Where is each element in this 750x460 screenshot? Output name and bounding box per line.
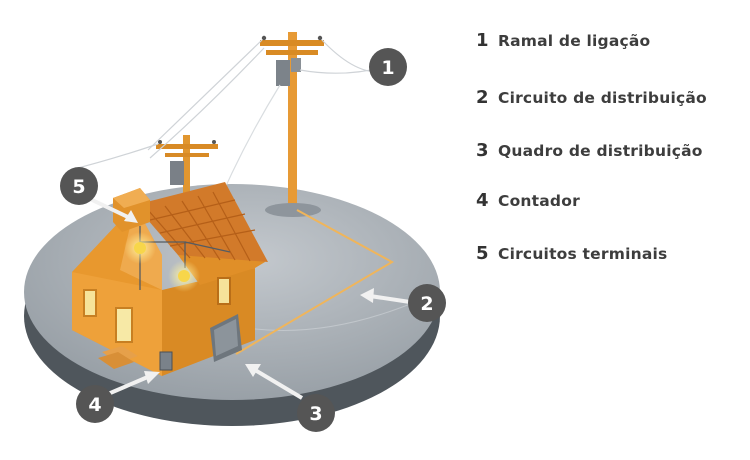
legend-item-circuitos-terminais: 5 Circuitos terminais: [476, 243, 667, 264]
house: [72, 182, 268, 376]
utility-pole: [260, 32, 324, 217]
legend-item-contador: 4 Contador: [476, 190, 580, 211]
callout-3: 3: [297, 394, 335, 432]
callout-2: 2: [408, 284, 446, 322]
legend-number: 4: [476, 190, 489, 211]
light-bulbs: [124, 232, 200, 292]
overhead-wires: [69, 39, 391, 171]
service-drop-cable: [235, 209, 395, 355]
legend-number: 5: [476, 243, 489, 264]
legend-label: Quadro de distribuição: [498, 142, 703, 160]
svg-text:4: 4: [88, 394, 101, 416]
legend-number: 1: [476, 30, 489, 51]
callout-4: 4: [76, 385, 114, 423]
legend-label: Ramal de ligação: [498, 32, 651, 50]
svg-text:5: 5: [72, 176, 85, 198]
legend-item-quadro-distribuicao: 3 Quadro de distribuição: [476, 140, 703, 161]
callout-5: 5: [60, 167, 98, 205]
callout-arrows: [87, 196, 411, 400]
svg-text:1: 1: [381, 57, 394, 79]
legend-item-circuito-distribuicao: 2 Circuito de distribuição: [476, 87, 707, 108]
legend-label: Circuitos terminais: [498, 245, 668, 263]
legend-item-ramal: 1 Ramal de ligação: [476, 30, 650, 51]
legend-number: 3: [476, 140, 489, 161]
callout-1: 1: [369, 48, 407, 86]
legend-label: Circuito de distribuição: [498, 89, 707, 107]
legend-label: Contador: [498, 192, 580, 210]
svg-text:3: 3: [309, 403, 322, 425]
distant-utility-pole: [156, 135, 218, 235]
svg-text:2: 2: [420, 293, 433, 315]
legend-number: 2: [476, 87, 489, 108]
